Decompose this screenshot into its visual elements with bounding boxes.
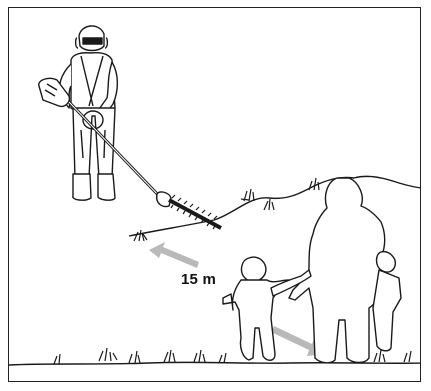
safety-distance-illustration bbox=[9, 8, 421, 382]
illustration-frame: 15 m bbox=[8, 7, 421, 382]
distance-label: 15 m bbox=[181, 271, 216, 288]
arrow-up-left bbox=[149, 242, 199, 268]
bystander-group bbox=[223, 178, 401, 363]
